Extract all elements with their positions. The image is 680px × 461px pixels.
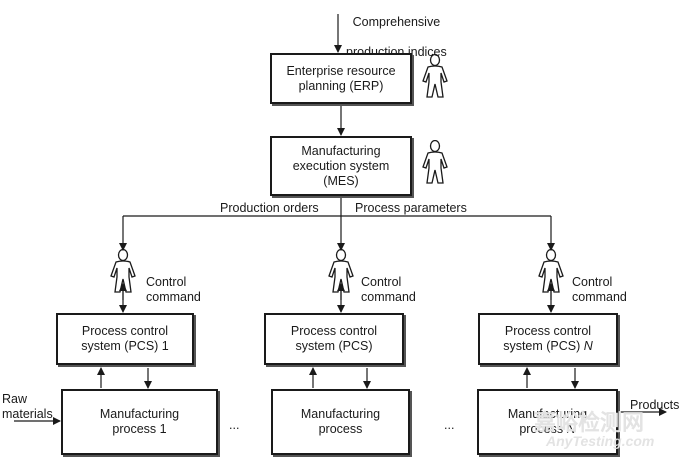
process-box-1: Manufacturing process 1	[61, 389, 218, 455]
top-input-line1: Comprehensive	[352, 15, 441, 29]
person-icon	[328, 249, 354, 293]
control-command-left: Control command	[146, 275, 201, 304]
erp-label: Enterprise resource planning (ERP)	[286, 63, 396, 93]
process-n-line1: Manufacturing	[507, 407, 588, 421]
control-command-right: Control command	[572, 275, 627, 304]
production-orders-label: Production orders	[220, 201, 319, 215]
pcs-box-middle: Process control system (PCS)	[264, 313, 404, 365]
person-icon	[538, 249, 564, 293]
top-input-label: Comprehensive production indices	[346, 0, 447, 60]
process-n-prefix: process	[519, 422, 567, 436]
pcs-n-prefix: system (PCS)	[503, 339, 584, 353]
process-n-letter: N	[566, 422, 576, 436]
process-parameters-label: Process parameters	[355, 201, 467, 215]
pcs-box-1: Process control system (PCS) 1	[56, 313, 194, 365]
process-middle-label: Manufacturing process	[300, 407, 381, 436]
process-1-label: Manufacturing process 1	[99, 407, 180, 436]
person-icon	[422, 54, 448, 98]
raw-materials-label: Raw materials	[2, 392, 53, 421]
control-command-middle: Control command	[361, 275, 416, 304]
person-icon	[422, 140, 448, 184]
pcs-1-label: Process control system (PCS) 1	[81, 324, 169, 353]
erp-box: Enterprise resource planning (ERP)	[270, 53, 412, 104]
process-box-middle: Manufacturing process	[271, 389, 410, 455]
pcs-middle-label: Process control system (PCS)	[290, 324, 378, 353]
products-label: Products	[630, 398, 680, 412]
pcs-n-letter: N	[583, 339, 593, 353]
pcs-n-line1: Process control	[504, 324, 592, 338]
person-icon	[110, 249, 136, 293]
mes-box: Manufacturing execution system (MES)	[270, 136, 412, 196]
mes-label: Manufacturing execution system (MES)	[292, 143, 390, 188]
ellipsis-left: ...	[229, 418, 240, 432]
watermark-cn: 嘉峪检测网	[534, 410, 645, 435]
watermark-en: AnyTesting.com	[546, 433, 655, 449]
ellipsis-right: ...	[444, 418, 455, 432]
